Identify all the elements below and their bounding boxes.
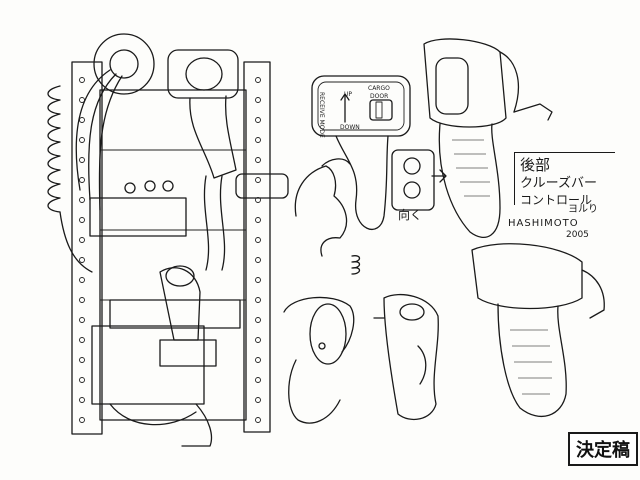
note-frame xyxy=(514,152,615,205)
hand-controller-view xyxy=(294,75,411,275)
arrow-caption: 向く xyxy=(398,208,423,222)
large-grip-view xyxy=(423,38,553,238)
note-line: ヨルり xyxy=(568,204,598,215)
bottom-grip-middle xyxy=(373,294,439,421)
final-draft-stamp: 決定稿 xyxy=(568,432,638,466)
note-line: コントロール xyxy=(520,193,593,207)
rear-detail-view xyxy=(391,149,447,211)
bottom-grip-right xyxy=(471,243,605,418)
signature-year: 2005 xyxy=(566,230,589,240)
panel-label-up: UP xyxy=(344,91,353,98)
note-title: 後部 xyxy=(520,156,551,174)
wall-panel-assembly xyxy=(47,33,289,447)
panel-label-cargo: CARGO xyxy=(368,85,390,92)
panel-label-down: DOWN xyxy=(340,124,360,131)
panel-label-cargo-door: DOOR xyxy=(370,93,389,100)
artist-signature: HASHIMOTO xyxy=(508,218,579,229)
note-line: クルーズバー xyxy=(520,176,597,191)
bottom-grip-left xyxy=(283,296,355,424)
panel-label-vertical: RECEIVE MODE xyxy=(318,92,325,138)
